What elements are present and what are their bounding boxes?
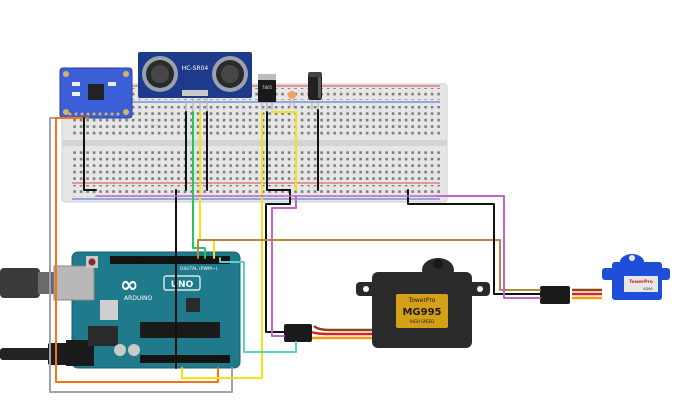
wire-purple-servo-left	[271, 195, 297, 337]
wire-gray	[49, 117, 233, 393]
power-cable	[0, 348, 50, 360]
wire-purple-servo-right	[435, 195, 541, 299]
wire-yellow-reg-out	[271, 111, 297, 191]
servo-cables	[284, 286, 602, 342]
servo-large-brand: TowerPro	[408, 297, 436, 304]
servo-mg995: TowerPro MG995 HIGH SPEED	[356, 258, 490, 348]
wire-black-servo-right	[407, 189, 541, 295]
arduino-uno: ∞ UNO ARDUINO DIGITAL (PWM~)	[0, 251, 241, 369]
ceramic-capacitor	[288, 91, 296, 108]
wires	[49, 109, 541, 393]
ultrasonic-sensor: HC-SR04	[138, 52, 252, 112]
imu-module	[59, 67, 133, 119]
servo-sg90: TowerPro SG90	[602, 254, 670, 300]
wire-brown-signal	[197, 239, 541, 291]
arduino-brand: ARDUINO	[124, 295, 153, 302]
usb-cable	[0, 268, 40, 298]
wire-black-imu	[83, 117, 97, 191]
voltage-regulator: 7805	[258, 74, 276, 110]
wire-black-servo-left	[265, 189, 291, 333]
wire-teal-signal	[219, 257, 297, 353]
wire-yellow-power	[181, 111, 263, 379]
arduino-infinity-icon: ∞	[120, 273, 138, 298]
servo-large-model: MG995	[402, 307, 441, 318]
electrolytic-capacitor	[308, 72, 322, 110]
arduino-model: UNO	[171, 280, 194, 290]
servo-large-spec: HIGH SPEED	[410, 319, 435, 324]
regulator-label: 7805	[262, 85, 273, 90]
servo-connector-left	[284, 324, 312, 342]
servo-connector-right	[540, 286, 570, 304]
wire-black-reg-gnd	[266, 111, 291, 191]
servo-small-model: SG90	[643, 287, 652, 291]
arduino-board-label: DIGITAL (PWM~)	[180, 266, 218, 272]
sensor-label: HC-SR04	[182, 65, 209, 72]
servo-small-brand: TowerPro	[629, 279, 653, 285]
